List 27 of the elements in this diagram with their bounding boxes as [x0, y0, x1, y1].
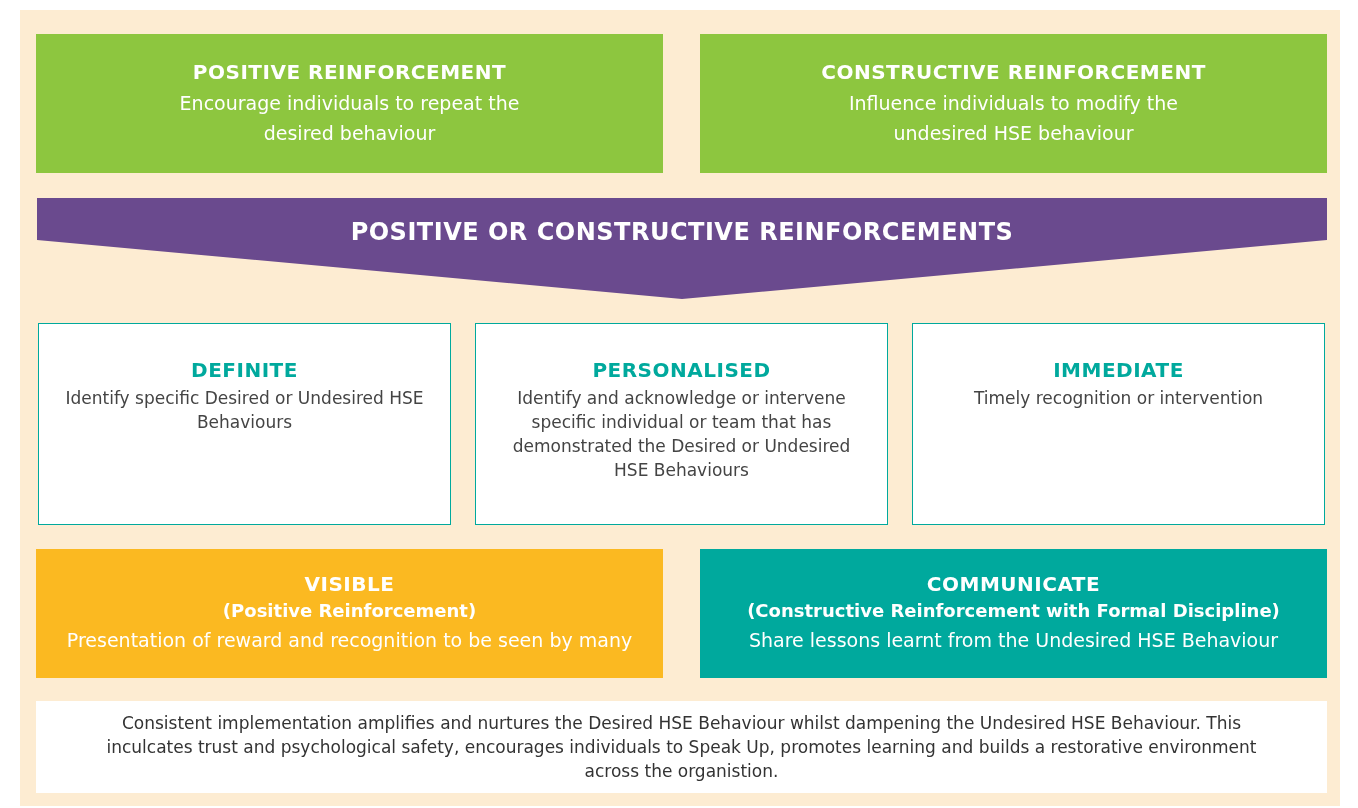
heading: PERSONALISED: [592, 358, 771, 382]
summary-card: [36, 701, 1327, 793]
heading: POSITIVE REINFORCEMENT: [192, 59, 507, 84]
description: Encourage individuals to repeat the desired behaviour: [178, 90, 521, 146]
description: Timely recognition or intervention: [973, 387, 1264, 410]
heading: CONSTRUCTIVE REINFORCEMENT: [821, 59, 1206, 84]
info-card: [475, 323, 888, 525]
info-card: [700, 549, 1327, 678]
info-card: [36, 549, 663, 678]
summary-text: Consistent implementation amplifies and nurtures the Desired HSE Behaviour whilst dampening the Undesired HSE Behaviour. This inculcates trust and psychological safety, encourages individuals to Speak Up, promotes learning and builds a restorative environment across the organistion.: [105, 712, 1258, 783]
heading: VISIBLE: [304, 572, 395, 596]
description: Presentation of reward and recognition to be seen by many: [66, 628, 633, 653]
description: Identify and acknowledge or intervene specific individual or team that has demonstrated the Desired or Undesired HSE Behaviours: [511, 387, 852, 482]
info-card: [36, 34, 663, 173]
info-card: [700, 34, 1327, 173]
heading: COMMUNICATE: [926, 572, 1101, 596]
subheading: (Positive Reinforcement): [222, 600, 477, 621]
description: Identify specific Desired or Undesired HSE Behaviours: [64, 387, 425, 434]
heading: POSITIVE OR CONSTRUCTIVE REINFORCEMENTS: [350, 218, 1014, 246]
info-card: [912, 323, 1325, 525]
description: Share lessons learnt from the Undesired HSE Behaviour: [748, 628, 1279, 653]
heading: DEFINITE: [191, 358, 298, 382]
subheading: (Constructive Reinforcement with Formal Discipline): [747, 600, 1280, 621]
heading: IMMEDIATE: [1053, 358, 1184, 382]
chevron-banner: [37, 198, 1327, 299]
description: Influence individuals to modify the undesired HSE behaviour: [847, 90, 1180, 146]
info-card: [38, 323, 451, 525]
